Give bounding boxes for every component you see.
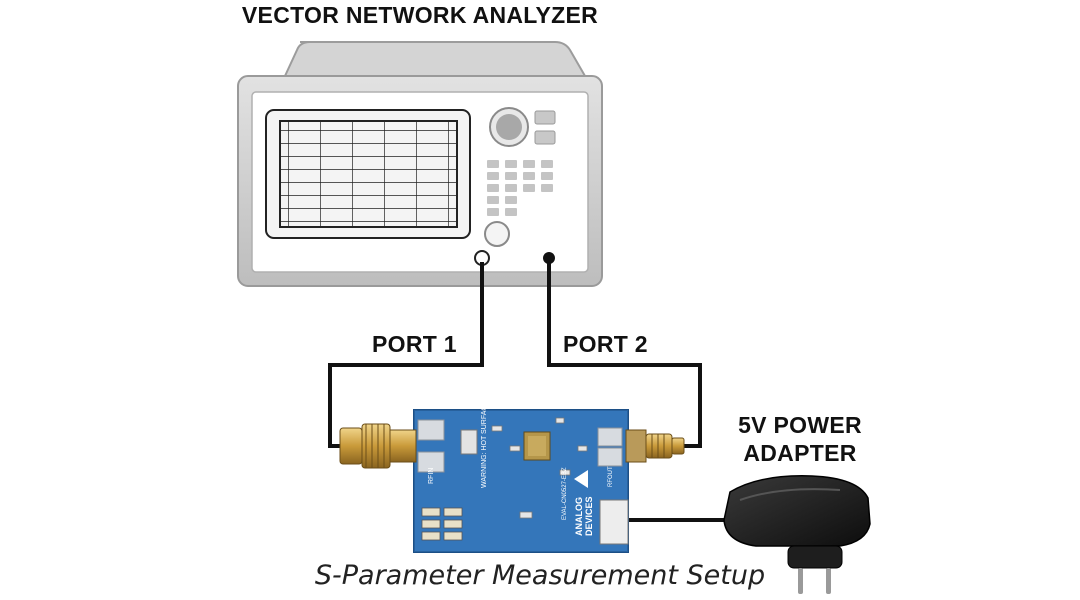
port2-label: PORT 2 [563, 331, 648, 357]
brand-line2: DEVICES [584, 496, 594, 536]
evaluation-board: WARNING: HOT SURFACE RFIN RFOUT EVAL-CN0… [339, 401, 685, 553]
silk-rfin-text: RFIN [428, 468, 435, 484]
network-analyzer [237, 41, 603, 287]
power-adapter-label: 5V POWER ADAPTER [720, 411, 880, 467]
silk-warning-text: WARNING: HOT SURFACE [481, 401, 488, 488]
rfin-sma-connector-icon [339, 423, 417, 469]
brand-line1: ANALOG [574, 497, 584, 536]
power-adapter-icon [723, 475, 871, 594]
analyzer-screen [265, 109, 471, 239]
analog-devices-logo-icon [574, 470, 588, 488]
silk-model-text: EVAL-CN0527-EBZ [562, 467, 568, 520]
analyzer-keypad [487, 160, 553, 216]
diagram-title: VECTOR NETWORK ANALYZER [241, 2, 599, 28]
silk-rfout-text: RFOUT [608, 466, 614, 487]
board-power-jack-icon [599, 499, 629, 545]
port1-label: PORT 1 [372, 331, 457, 357]
power-label-line2: ADAPTER [743, 440, 857, 466]
rf-cables [328, 262, 728, 522]
power-label-line1: 5V POWER [738, 412, 862, 438]
rfout-sma-connector-icon [625, 429, 685, 463]
diagram-caption: S-Parameter Measurement Setup [314, 560, 766, 591]
port2-connector-icon [543, 252, 555, 264]
